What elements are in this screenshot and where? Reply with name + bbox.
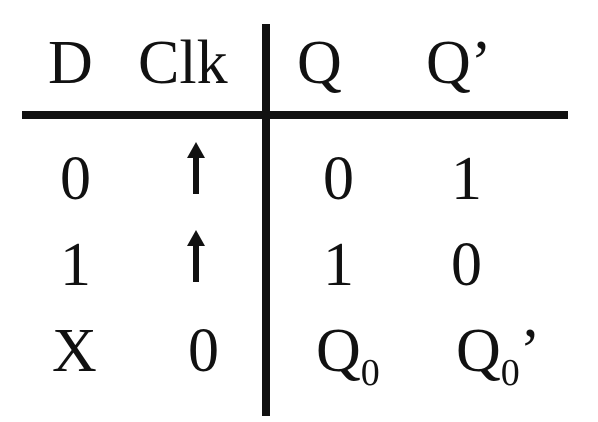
row2-q: 1 — [323, 231, 354, 299]
row3-d: X — [52, 317, 97, 385]
q-bar-subscript: 0 — [500, 352, 520, 394]
row1-d: 0 — [60, 145, 91, 213]
row3-q: Q0 — [316, 317, 380, 392]
header-d: D — [48, 29, 93, 97]
header-q: Q — [297, 29, 342, 97]
rising-edge-arrow-icon — [187, 142, 205, 194]
row1-q: 0 — [323, 145, 354, 213]
header-divider — [22, 111, 568, 119]
rising-edge-arrow-icon — [187, 230, 205, 282]
row1-q-bar: 1 — [451, 145, 482, 213]
row2-d: 1 — [60, 231, 91, 299]
column-divider — [262, 24, 270, 416]
q-subscript: 0 — [360, 352, 380, 394]
row2-q-bar: 0 — [451, 231, 482, 299]
q-bar-base: Q — [456, 317, 501, 385]
header-q-bar: Q’ — [426, 29, 492, 97]
row3-q-bar: Q0’ — [456, 317, 541, 392]
row3-clk: 0 — [188, 317, 219, 385]
q-bar-prime: ’ — [519, 317, 541, 385]
q-base: Q — [316, 317, 361, 385]
header-clk: Clk — [138, 29, 228, 97]
